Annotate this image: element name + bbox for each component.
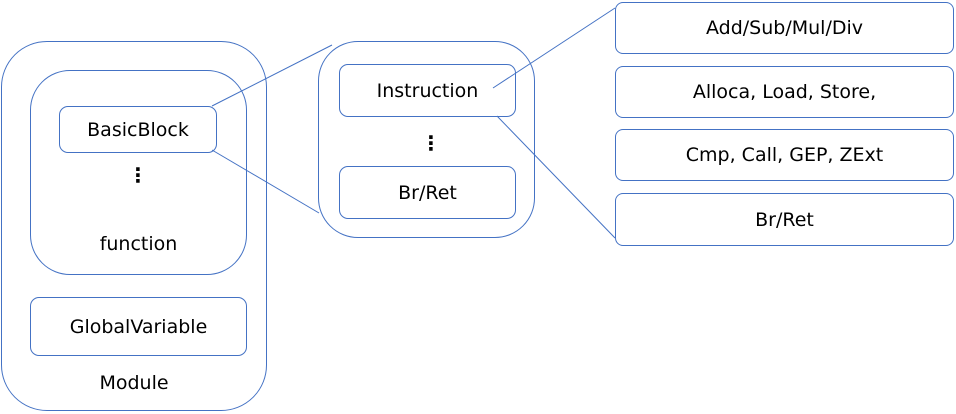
module-container	[1, 41, 267, 411]
instruction-kind-box: Alloca, Load, Store,	[615, 66, 954, 118]
basic-block-detail-container	[318, 41, 535, 238]
basic-block-box: BasicBlock	[59, 106, 217, 153]
instruction-kind-box: Add/Sub/Mul/Div	[615, 2, 954, 54]
instruction-kind-box: Br/Ret	[615, 193, 954, 246]
connector-line	[496, 115, 616, 239]
function-container	[30, 70, 247, 275]
ellipsis-icon: ⋮	[421, 131, 441, 155]
connector-line	[211, 149, 320, 214]
terminator-box: Br/Ret	[339, 166, 516, 219]
instruction-kind-box: Cmp, Call, GEP, ZExt	[615, 129, 954, 181]
ellipsis-icon: ⋮	[128, 163, 148, 187]
function-label: function	[99, 233, 178, 255]
module-label: Module	[99, 372, 169, 394]
instruction-box: Instruction	[339, 64, 516, 117]
global-variable-box: GlobalVariable	[30, 297, 247, 356]
